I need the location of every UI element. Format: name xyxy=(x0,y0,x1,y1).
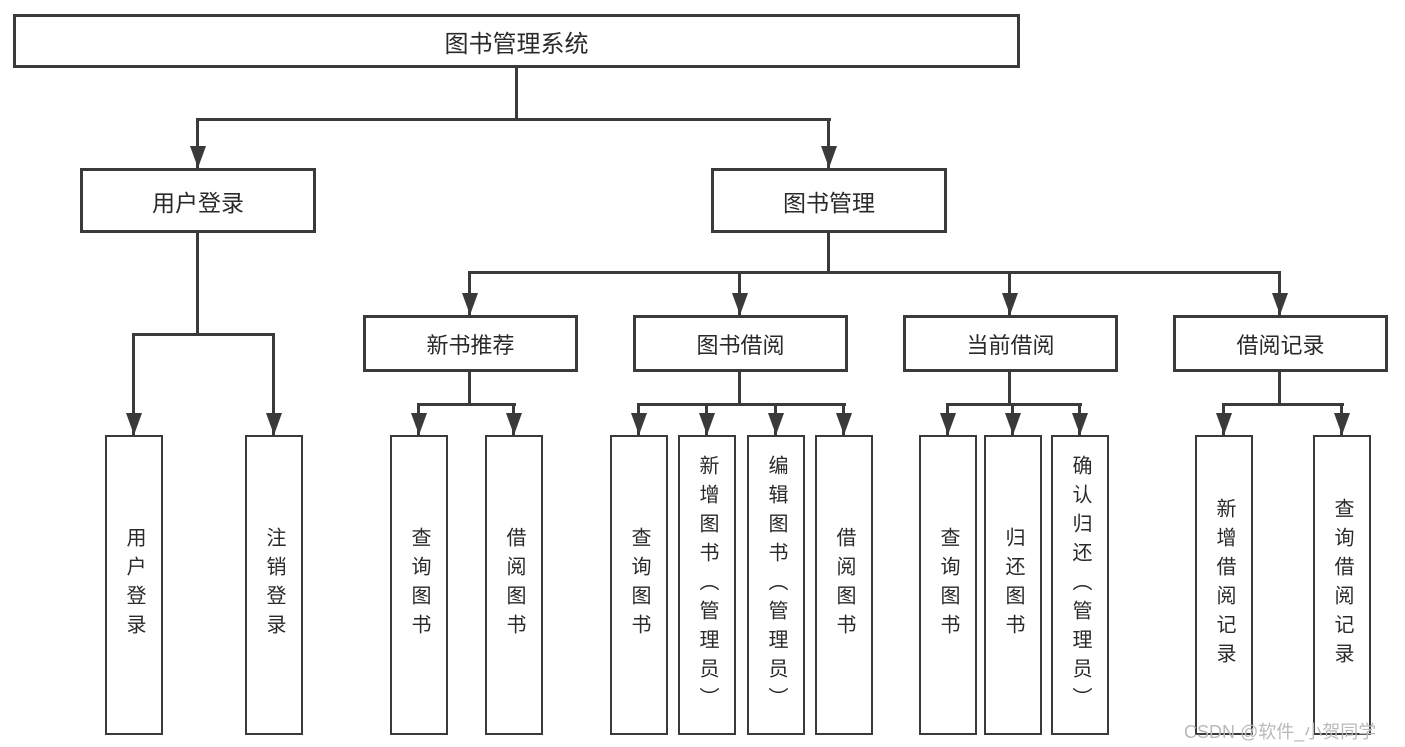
leaf-query-books-borrow: 查询图书 xyxy=(610,435,668,735)
connector-line xyxy=(196,233,199,335)
node-label: 图书借阅 xyxy=(696,332,785,358)
leaf-edit-books-admin: 编辑图书（管理员） xyxy=(747,435,805,735)
leaf-borrow-books: 借阅图书 xyxy=(815,435,873,735)
connector-line xyxy=(738,372,741,405)
node-book-borrowing: 图书借阅 xyxy=(633,315,848,372)
connector-arrowhead-icon xyxy=(1272,293,1288,315)
connector-line xyxy=(1008,372,1011,405)
node-label: 借阅图书 xyxy=(833,527,855,643)
node-label: 用户登录 xyxy=(123,527,145,643)
leaf-logout: 注销登录 xyxy=(245,435,303,735)
node-label: 归还图书 xyxy=(1002,527,1024,643)
connector-line xyxy=(515,68,518,120)
node-label: 确认归还（管理员） xyxy=(1069,454,1091,716)
connector-arrowhead-icon xyxy=(699,413,715,435)
node-label: 当前借阅 xyxy=(966,332,1055,358)
connector-arrowhead-icon xyxy=(411,413,427,435)
connector-line xyxy=(196,118,199,168)
connector-line xyxy=(827,233,830,273)
node-label: 编辑图书（管理员） xyxy=(765,454,787,716)
connector-line xyxy=(946,403,1082,406)
connector-line xyxy=(272,333,275,435)
connector-arrowhead-icon xyxy=(1072,413,1088,435)
node-label: 查询图书 xyxy=(628,527,650,643)
connector-arrowhead-icon xyxy=(732,293,748,315)
node-label: 查询图书 xyxy=(937,527,959,643)
node-user-login: 用户登录 xyxy=(80,168,316,233)
node-book-management: 图书管理 xyxy=(711,168,947,233)
connector-line xyxy=(132,333,275,336)
node-current-borrowing: 当前借阅 xyxy=(903,315,1118,372)
node-label: 用户登录 xyxy=(152,189,244,216)
node-label: 图书管理 xyxy=(783,189,875,216)
connector-line xyxy=(132,333,135,435)
node-label: 注销登录 xyxy=(263,527,285,643)
node-label: 新增图书（管理员） xyxy=(696,454,718,716)
connector-arrowhead-icon xyxy=(631,413,647,435)
connector-arrowhead-icon xyxy=(266,413,282,435)
connector-line xyxy=(196,118,831,121)
connector-arrowhead-icon xyxy=(506,413,522,435)
connector-arrowhead-icon xyxy=(940,413,956,435)
leaf-confirm-return-admin: 确认归还（管理员） xyxy=(1051,435,1109,735)
connector-arrowhead-icon xyxy=(1002,293,1018,315)
node-label: 图书管理系统 xyxy=(444,30,589,58)
connector-line xyxy=(1278,372,1281,405)
node-label: 查询借阅记录 xyxy=(1331,498,1353,672)
connector-line xyxy=(637,403,846,406)
connector-line xyxy=(1222,403,1344,406)
leaf-query-borrow-record: 查询借阅记录 xyxy=(1313,435,1371,735)
connector-arrowhead-icon xyxy=(1216,413,1232,435)
connector-arrowhead-icon xyxy=(821,146,837,168)
connector-arrowhead-icon xyxy=(768,413,784,435)
leaf-return-books: 归还图书 xyxy=(984,435,1042,735)
connector-line xyxy=(468,372,471,405)
leaf-add-borrow-record: 新增借阅记录 xyxy=(1195,435,1253,735)
node-label: 查询图书 xyxy=(408,527,430,643)
connector-arrowhead-icon xyxy=(462,293,478,315)
leaf-add-books-admin: 新增图书（管理员） xyxy=(678,435,736,735)
node-borrowing-records: 借阅记录 xyxy=(1173,315,1388,372)
leaf-query-books-recommend: 查询图书 xyxy=(390,435,448,735)
node-label: 新增借阅记录 xyxy=(1213,498,1235,672)
connector-arrowhead-icon xyxy=(126,413,142,435)
leaf-user-login: 用户登录 xyxy=(105,435,163,735)
node-label: 借阅图书 xyxy=(503,527,525,643)
connector-arrowhead-icon xyxy=(836,413,852,435)
connector-arrowhead-icon xyxy=(190,146,206,168)
connector-arrowhead-icon xyxy=(1005,413,1021,435)
leaf-borrow-books-recommend: 借阅图书 xyxy=(485,435,543,735)
connector-line xyxy=(827,118,830,168)
watermark: CSDN @软件_小贺同学 xyxy=(1184,722,1377,742)
node-label: 新书推荐 xyxy=(426,332,515,358)
node-library-system: 图书管理系统 xyxy=(13,14,1020,68)
node-label: 借阅记录 xyxy=(1236,332,1325,358)
leaf-query-books-current: 查询图书 xyxy=(919,435,977,735)
connector-line xyxy=(468,271,1281,274)
connector-arrowhead-icon xyxy=(1334,413,1350,435)
node-new-book-recommendation: 新书推荐 xyxy=(363,315,578,372)
connector-line xyxy=(417,403,516,406)
